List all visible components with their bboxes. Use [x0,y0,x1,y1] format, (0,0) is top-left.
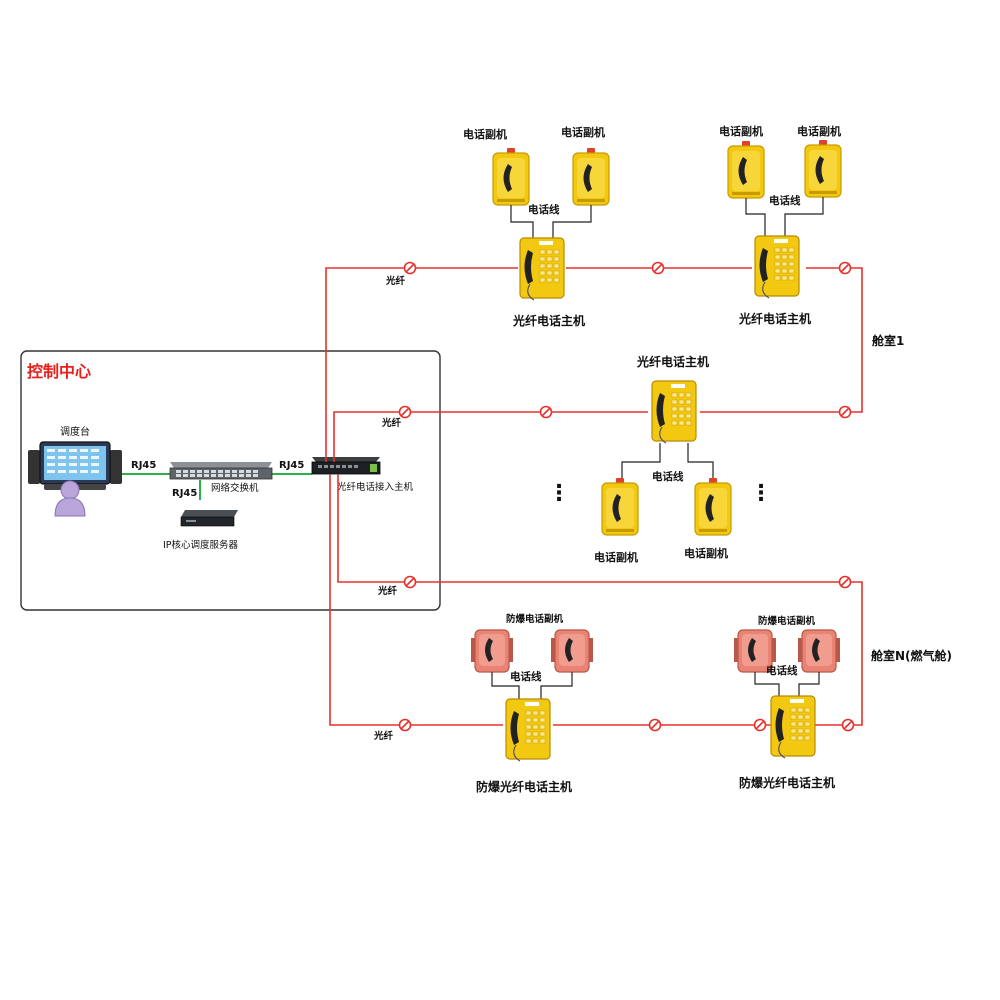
explosion-proof-host-icon [770,695,816,759]
host-b-line-label: 电话线 [769,194,801,207]
host-b-ext-right-label: 电话副机 [797,124,841,138]
phone-line [687,443,714,480]
fiber-lower-to-cabinN-right [410,581,863,726]
host-c-label: 光纤电话主机 [636,354,709,369]
rj45-label-access: RJ45 [279,460,304,471]
fiber-label-top: 光纤 [385,275,406,287]
ip-core-server [180,510,238,527]
fiber-trunk-bottom [329,474,405,726]
control-center-frame [20,350,441,611]
cabinN-host-a-group: 防爆电话副机 电话线 防爆光纤电话主机 [470,613,594,794]
cabinN-label: 舱室N(燃气舱) [871,648,952,663]
yellow-extension-phone-icon [572,147,610,206]
cabin1-host-b-group: 电话副机 电话副机 电话线 光纤电话主机 [719,124,842,326]
phone-line [784,197,824,238]
fiber-label-lower: 光纤 [377,585,398,597]
ex-host-b-ext-label: 防爆电话副机 [758,615,816,627]
host-b-label: 光纤电话主机 [738,311,811,326]
phone-line [491,672,520,700]
ex-host-b-line-label: 电话线 [766,664,798,677]
ex-host-a-label: 防爆光纤电话主机 [476,779,572,794]
ellipsis-right: ⋮ [750,481,772,506]
ex-host-b-label: 防爆光纤电话主机 [739,775,835,790]
host-b-ext-left-label: 电话副机 [719,124,763,138]
red-explosion-proof-phone-icon [797,629,841,673]
cabin1-host-a-group: 电话副机 电话副机 电话线 光纤电话主机 [463,125,610,328]
explosion-proof-host-icon [505,698,551,762]
network-switch [169,462,273,480]
host-c-ext-right-label: 电话副机 [684,546,728,560]
fiber-telephone-host-icon [651,380,697,444]
yellow-extension-phone-icon [804,139,842,198]
host-c-ext-left-label: 电话副机 [594,550,638,564]
phone-line [621,443,661,480]
host-a-label: 光纤电话主机 [512,313,585,328]
rj45-label-switch-down: RJ45 [172,488,197,499]
ex-host-a-ext-label: 防爆电话副机 [506,613,564,625]
fiber-label-bottom: 光纤 [373,730,394,742]
ellipsis-left: ⋮ [548,481,570,506]
server-label: IP核心调度服务器 [163,539,239,551]
fiber-label-middle: 光纤 [381,417,402,429]
phone-line [798,672,820,700]
ex-host-a-line-label: 电话线 [510,670,542,683]
fiber-trunk-top [325,267,410,462]
yellow-extension-phone-icon [727,140,765,199]
phone-line [540,672,573,700]
control-center: 控制中心 调度台 RJ45 [20,350,441,611]
cabin1-label: 舱室1 [872,333,904,348]
red-explosion-proof-phone-icon [470,629,514,673]
host-a-ext-left-label: 电话副机 [463,127,507,141]
phone-line [510,205,534,240]
phone-line [552,205,592,240]
fiber-trunk-middle [333,411,403,462]
access-host-label: 光纤电话接入主机 [337,481,414,493]
fiber-access-host [311,457,381,475]
yellow-extension-phone-icon [601,477,639,536]
yellow-extension-phone-icon [492,147,530,206]
host-c-line-label: 电话线 [652,470,684,483]
cabin1-host-c-group: 光纤电话主机 电话线 电话副机 电话副机 ⋮ ⋮ [548,354,772,564]
control-center-title: 控制中心 [27,362,91,381]
switch-label: 网络交换机 [211,482,259,494]
fiber-telephone-host-icon [754,235,800,299]
fiber-telephone-host-icon [519,237,565,301]
fiber-trunk-lower [337,474,410,583]
operator-avatar [54,480,86,517]
red-explosion-proof-phone-icon [550,629,594,673]
cabinN-host-b-group: 防爆电话副机 电话线 防爆光纤电话主机 [733,615,841,790]
host-a-ext-right-label: 电话副机 [561,125,605,139]
console-label: 调度台 [60,425,90,438]
host-a-line-label: 电话线 [528,203,560,216]
yellow-extension-phone-icon [694,477,732,536]
fiber-host-b-to-cabin1-right [806,267,863,413]
rj45-label-console: RJ45 [131,460,156,471]
phone-line [745,198,766,238]
fiber-lines [325,267,863,726]
phone-line [754,672,780,700]
